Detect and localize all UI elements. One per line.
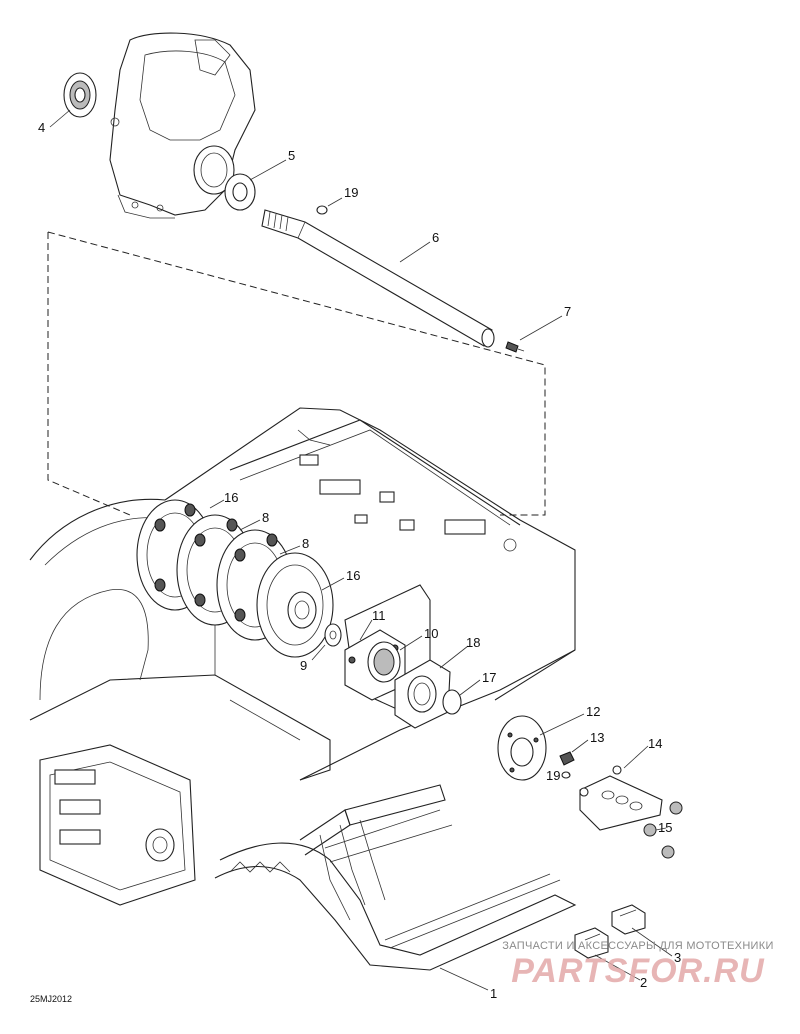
callout-5: 5 [288,148,295,163]
callout-8-second: 8 [302,536,309,551]
clip-part-3 [611,904,646,935]
drive-axle-part-6 [261,209,495,348]
clip-part-2 [574,927,609,959]
sprocket-part-16-inner [256,552,334,658]
callout-16-inner: 16 [346,568,360,583]
callout-19-lower: 19 [546,768,560,783]
track-part-1 [214,784,577,971]
chaincase-housing [109,32,256,219]
nut-part-13 [559,751,575,766]
bracket-part-14 [579,765,663,831]
callout-11: 11 [372,608,386,623]
callout-1: 1 [490,986,497,1001]
callout-14: 14 [648,736,662,751]
drawing-code: 25MJ2012 [30,994,72,1004]
callout-labels: 4 5 19 6 7 16 8 8 16 11 10 9 18 17 12 13… [38,120,681,1001]
callout-8-first: 8 [262,510,269,525]
rear-housing-block [39,744,196,906]
callout-4: 4 [38,120,45,135]
hub-part-12 [497,715,547,781]
nuts-part-15 [643,801,683,859]
watermark-logo: PARTSFOR.RU [511,952,765,990]
leader-lines [49,109,673,991]
callout-2: 2 [640,975,647,990]
callout-13: 13 [590,730,604,745]
callout-9: 9 [300,658,307,673]
callout-19-upper: 19 [344,185,358,200]
callout-6: 6 [432,230,439,245]
bearing-part-10 [367,641,401,683]
circlip-part-17 [442,689,462,715]
callout-18: 18 [466,635,480,650]
watermark-caption: ЗАПЧАСТИ И АКСЕССУАРЫ ДЛЯ МОТОТЕХНИКИ [502,940,774,952]
bearing-part-4 [63,72,97,118]
seal-part-5 [224,173,256,211]
callout-17: 17 [482,670,496,685]
callout-12: 12 [586,704,600,719]
callout-7: 7 [564,304,571,319]
o-ring-part-19-upper [316,205,328,215]
callout-15: 15 [658,820,672,835]
watermark: ЗАПЧАСТИ И АКСЕССУАРЫ ДЛЯ МОТОТЕХНИКИ PA… [488,940,788,1000]
screw-part-7 [505,341,525,353]
washer-part-9 [324,623,342,647]
callout-10: 10 [424,626,438,641]
callout-16-outer: 16 [224,490,238,505]
o-ring-part-19-lower [561,771,571,779]
callout-3: 3 [674,950,681,965]
assembly-dashed-line [47,231,546,516]
